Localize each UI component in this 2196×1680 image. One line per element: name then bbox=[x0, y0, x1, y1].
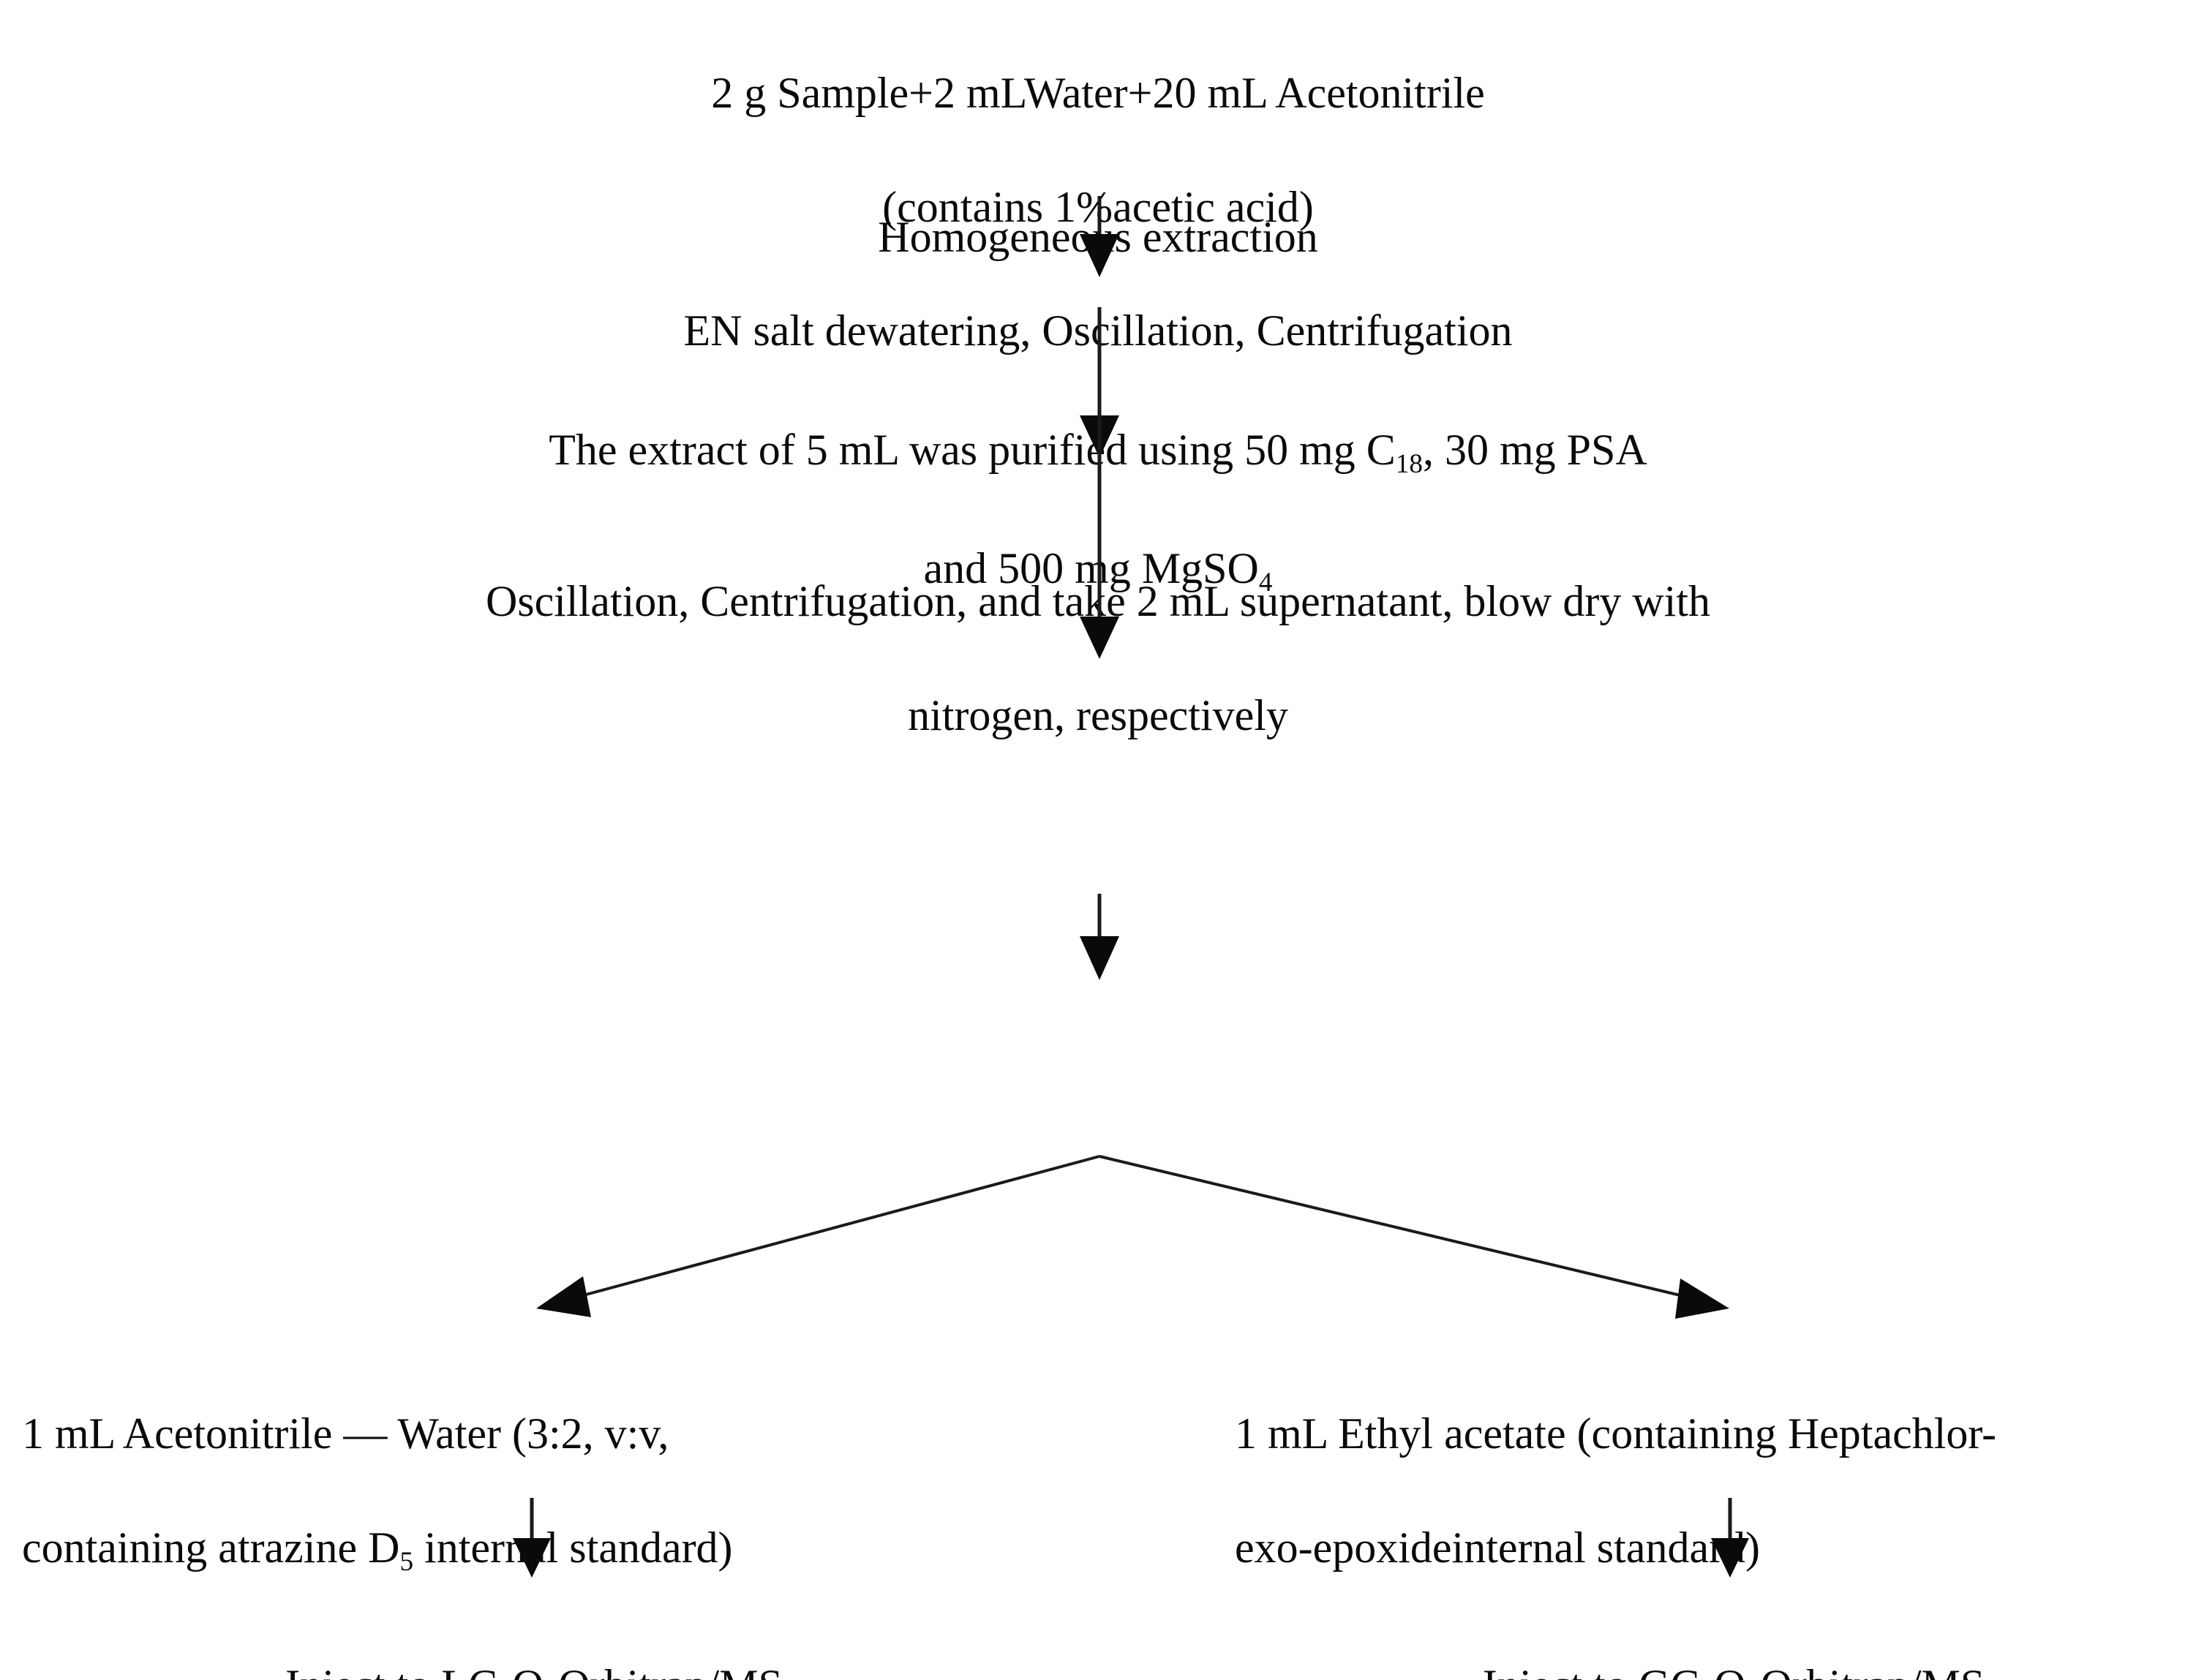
branch-left-line2-pre: containing atrazine D bbox=[22, 1523, 400, 1572]
output-node-gc-injection: Inject to GC-Q-Orbitrap/MS bbox=[1258, 1598, 2196, 1680]
branch-node-gc-reconstitution: 1 mL Ethyl acetate (containing Heptachlo… bbox=[1235, 1348, 2186, 1633]
step4-line2: and 500 mg MgSO4 bbox=[293, 540, 1903, 601]
step4-line1-pre: The extract of 5 mL was purified using 5… bbox=[549, 426, 1396, 474]
arrow-step4-to-step5-icon bbox=[1080, 894, 1119, 980]
step1-line2: (contains 1%acetic acid) bbox=[882, 183, 1314, 231]
branch-left-line2: containing atrazine D5 internal standard… bbox=[22, 1519, 966, 1581]
step1-line1: 2 g Sample+2 mLWater+20 mL Acetonitrile bbox=[711, 69, 1485, 117]
output-right-label: Inject to GC-Q-Orbitrap/MS bbox=[1258, 1657, 2196, 1680]
arrow-split-right-icon bbox=[1099, 1155, 1729, 1319]
step5-line1: Oscillation, Centrifugation, and take 2 … bbox=[485, 577, 1711, 625]
output-node-lc-injection: Inject to LC-Q-Orbitrap/MS bbox=[59, 1598, 1009, 1680]
step3-line1: EN salt dewatering, Oscillation, Centrif… bbox=[683, 306, 1513, 355]
step-node-salt-dewatering: EN salt dewatering, Oscillation, Centrif… bbox=[366, 244, 1830, 418]
step4-line1-post: , 30 mg PSA bbox=[1422, 426, 1647, 474]
branch-right-line2: exo-epoxideinternal standard) bbox=[1235, 1523, 1761, 1572]
branch-left-line2-post: internal standard) bbox=[413, 1523, 733, 1572]
step5-line2: nitrogen, respectively bbox=[908, 691, 1288, 739]
branch-left-line1: 1 mL Acetonitrile — Water (3:2, v:v, bbox=[22, 1409, 669, 1458]
arrow-split-left-icon bbox=[536, 1155, 1100, 1317]
step4-line2-pre: and 500 mg MgSO bbox=[923, 543, 1259, 592]
step4-line1: The extract of 5 mL was purified using 5… bbox=[293, 421, 1903, 483]
branch-left-line2-subscript: 5 bbox=[399, 1547, 414, 1578]
step-node-sample-preparation: 2 g Sample+2 mLWater+20 mL Acetonitrile … bbox=[366, 7, 1830, 293]
branch-node-lc-reconstitution: 1 mL Acetonitrile — Water (3:2, v:v, con… bbox=[22, 1348, 966, 1638]
output-left-label: Inject to LC-Q-Orbitrap/MS bbox=[59, 1657, 1009, 1680]
step-node-oscillation-blow-dry: Oscillation, Centrifugation, and take 2 … bbox=[220, 516, 1976, 801]
step4-line2-subscript: 4 bbox=[1258, 567, 1273, 598]
step4-line1-subscript: 18 bbox=[1395, 449, 1423, 480]
branch-right-line1: 1 mL Ethyl acetate (containing Heptachlo… bbox=[1235, 1409, 1997, 1458]
